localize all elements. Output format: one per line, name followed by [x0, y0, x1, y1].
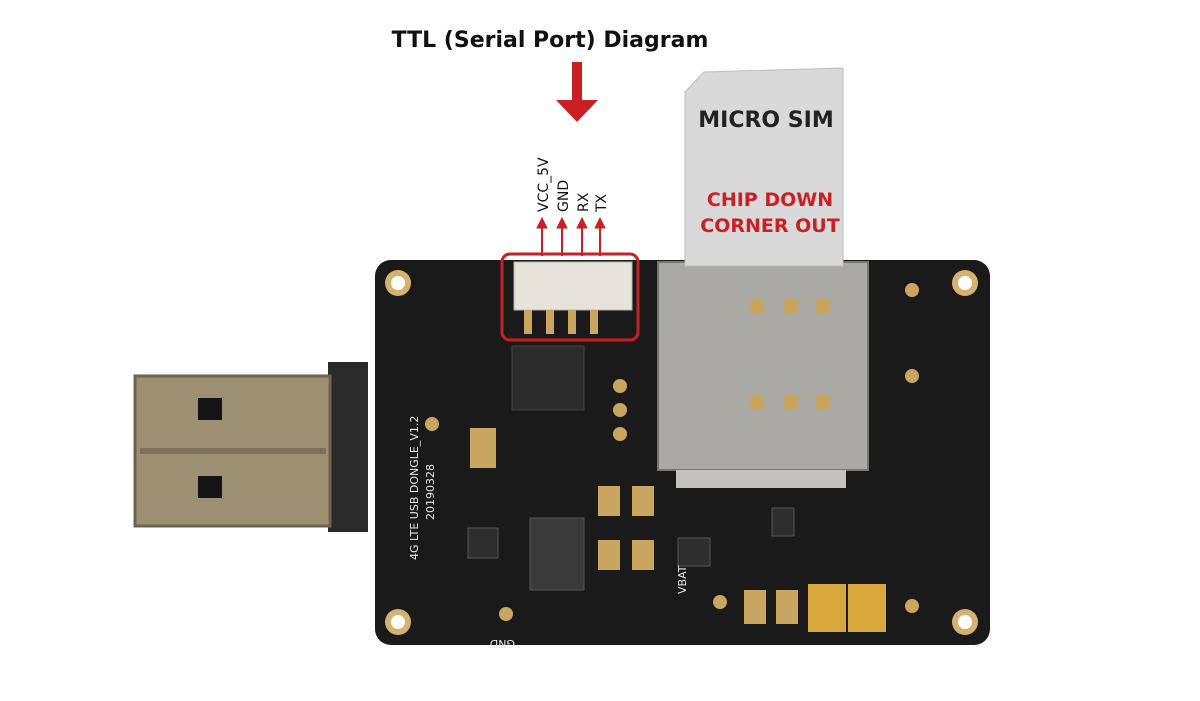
usb-plug — [133, 362, 368, 532]
pin-label-rx: RX — [576, 192, 592, 212]
micro-sim-card: MICRO SIM CHIP DOWN CORNER OUT — [684, 67, 844, 267]
pin-label-vcc: VCC_5V — [536, 157, 552, 212]
silk-date: 20190328 — [424, 464, 437, 520]
silk-gnd: GND — [490, 637, 515, 650]
title-arrow — [556, 62, 598, 122]
silk-vbat: VBAT — [676, 565, 689, 594]
sim-note-line1: CHIP DOWN — [707, 189, 833, 211]
sim-slot — [657, 261, 869, 488]
sim-name-label: MICRO SIM — [698, 108, 833, 133]
ttl-connector — [513, 261, 633, 334]
pin-label-gnd: GND — [556, 180, 572, 212]
sim-note-line2: CORNER OUT — [700, 215, 839, 237]
diagram-title: TTL (Serial Port) Diagram — [391, 28, 709, 53]
silk-model: 4G LTE USB DONGLE_V1.2 — [408, 416, 421, 560]
pin-label-tx: TX — [594, 193, 610, 213]
connector-highlight — [500, 252, 640, 342]
pin-arrows — [536, 216, 606, 256]
